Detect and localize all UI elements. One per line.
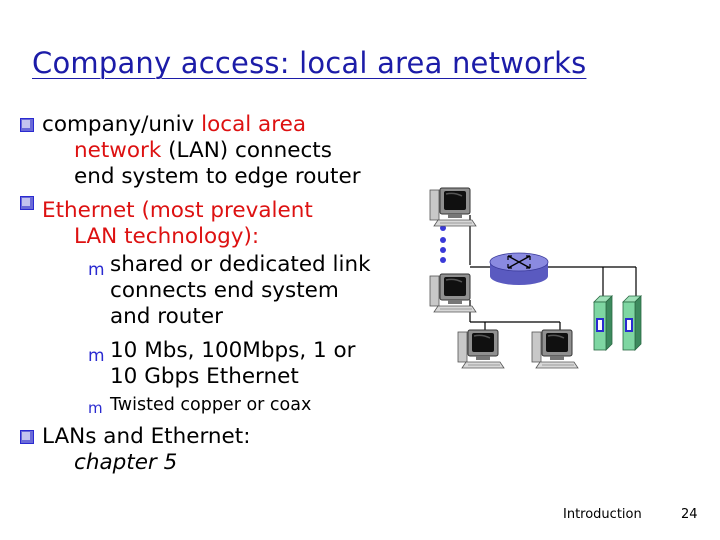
sub-text: 10 Mbs, 100Mbps, 1 or (110, 338, 356, 363)
sub-text: shared or dedicated link (110, 252, 371, 277)
highlight-text: local area (201, 112, 307, 137)
bullet-text: end system to edge router (74, 164, 361, 189)
sub-text: Twisted copper or coax (110, 395, 312, 415)
highlight-text: network (74, 138, 162, 163)
ethernet-segment-icon (440, 225, 446, 263)
bullet-text: (LAN) connects (161, 138, 332, 163)
router-icon (489, 252, 549, 285)
computer-icon (531, 329, 579, 369)
sub-text: connects end system (110, 278, 339, 303)
bullet-marker-icon (20, 196, 34, 210)
server-icon (593, 295, 613, 351)
sub-marker-icon: m (88, 399, 103, 417)
bullet-marker-icon (20, 430, 34, 444)
sub-marker-icon: m (88, 346, 105, 366)
page-number: 24 (681, 507, 698, 522)
sub-marker-icon: m (88, 260, 105, 280)
highlight-text: LAN technology): (74, 224, 260, 249)
server-icon (622, 295, 642, 351)
slide-title: Company access: local area networks (32, 46, 587, 80)
computer-icon (429, 187, 477, 227)
computer-icon (457, 329, 505, 369)
highlight-text: Ethernet (most prevalent (42, 198, 313, 223)
bullet-text: chapter 5 (74, 450, 178, 475)
computer-icon (429, 273, 477, 313)
footer-section: Introduction (563, 507, 642, 522)
sub-text: 10 Gbps Ethernet (110, 364, 299, 389)
sub-text: and router (110, 304, 223, 329)
bullet-marker-icon (20, 118, 34, 132)
bullet-text: company/univ (42, 112, 202, 137)
bullet-text: LANs and Ethernet: (42, 424, 251, 449)
